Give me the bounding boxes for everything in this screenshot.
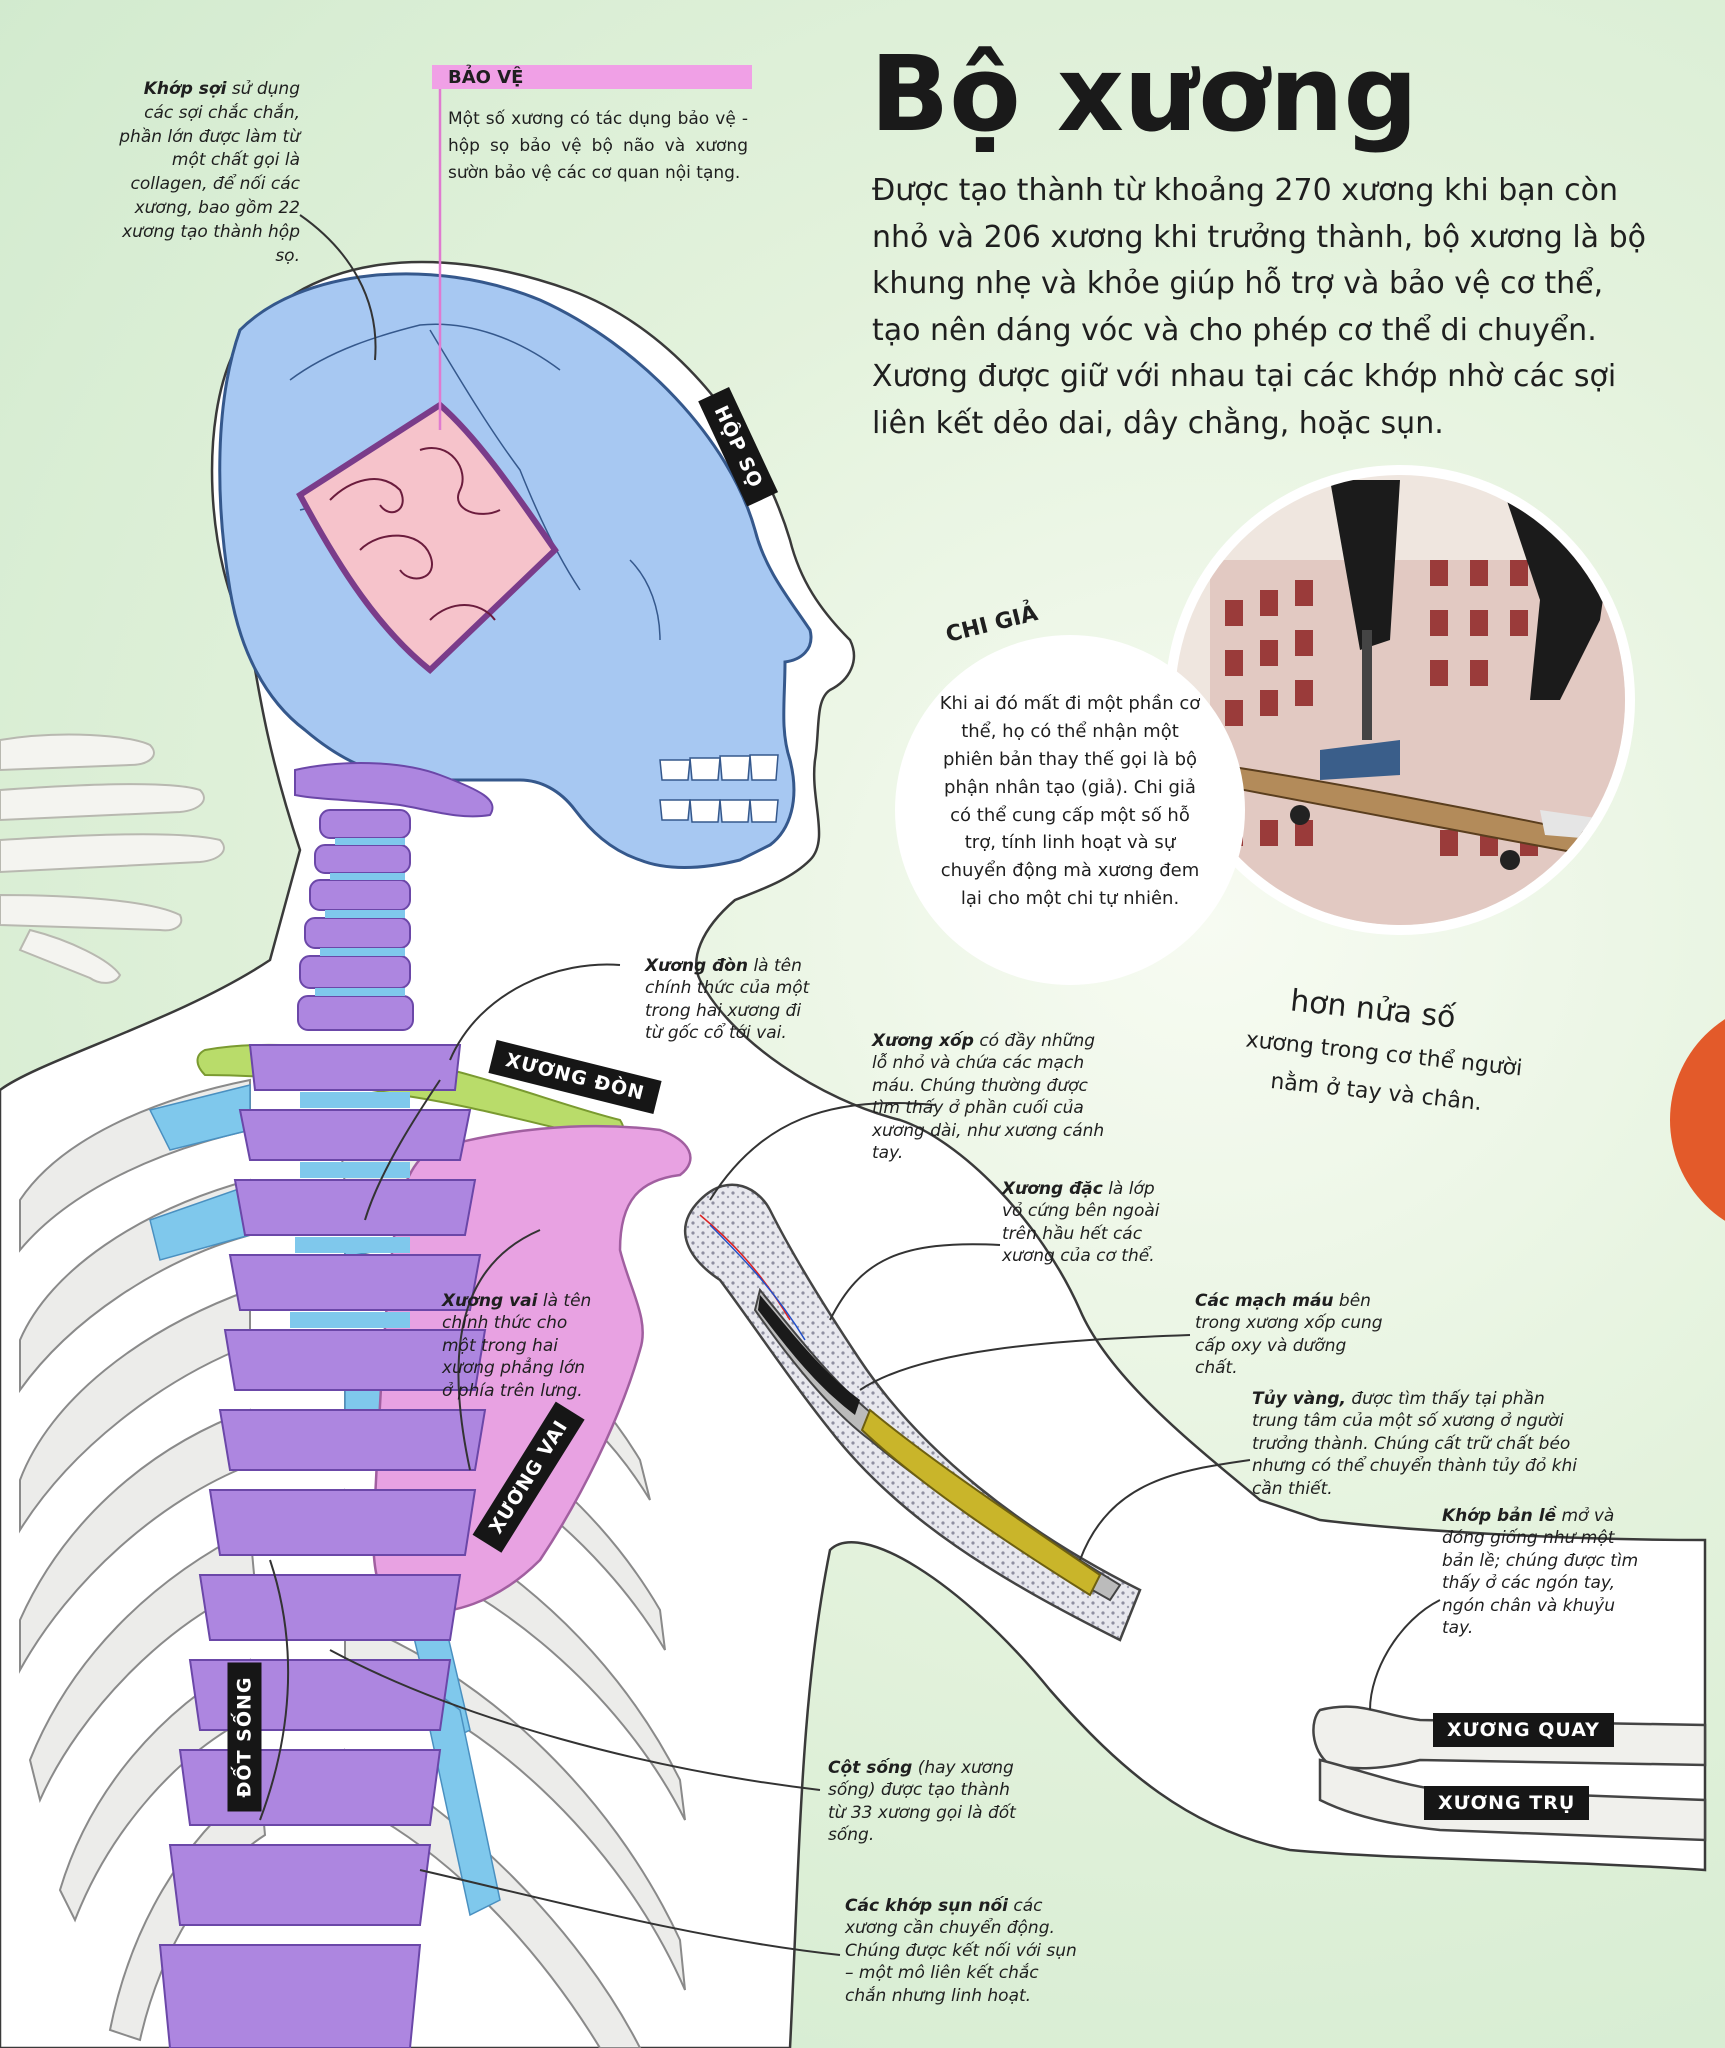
note-spongy-bone: Xương xốp có đầy những lỗ nhỏ và chứa cá… [872,1031,1105,1164]
prosthesis-bubble [895,635,1245,985]
ulna-label: XƯƠNG TRỤ [1424,1786,1590,1820]
note-clavicle: Xương đòn là tên chính thức của một tron… [645,956,810,1044]
note-cartilage-joint: Các khớp sụn nối các xương cần chuyển độ… [845,1896,1077,2006]
note-yellow-marrow: Tủy vàng, được tìm thấy tại phần trung t… [1252,1389,1577,1499]
brain-folds [329,447,501,621]
radius-label: XƯƠNG QUAY [1433,1713,1614,1747]
note-spine: Cột sống (hay xương sống) được tạo thành… [828,1758,1016,1846]
protect-heading-bar [432,65,752,89]
prosthesis-photo [1165,465,1635,935]
humerus-bone [683,1183,1142,1642]
prosthesis-text: Khi ai đó mất đi một phần cơ thể, họ có … [939,693,1201,910]
protect-text: Một số xương có tác dụng bảo vệ - hộp sọ… [448,109,748,184]
page-title: Bộ xương [870,33,1418,155]
vertebra-label: ĐỐT SỐNG [227,1662,262,1812]
note-blood-vessels: Các mạch máu bên trong xương xốp cung cấ… [1195,1291,1383,1379]
protect-heading: BẢO VỆ [448,67,524,88]
hand-bones [0,733,225,984]
intro-paragraph: Được tạo thành từ khoảng 270 xương khi b… [872,173,1646,441]
teeth [659,754,779,823]
spine-column [158,762,494,2048]
note-compact-bone: Xương đặc là lớp vỏ cứng bên ngoài trên … [1002,1179,1160,1267]
leader-lines [259,214,1441,1956]
note-scapula: Xương vai là tên chính thức cho một tron… [442,1291,592,1401]
spinal-discs [290,838,410,1328]
brain-window [296,401,559,674]
note-hinge-joint: Khớp bản lề mở và đóng giống như một bản… [1442,1506,1639,1639]
ball [1670,1019,1725,1221]
note-fibrous-joint: Khớp sợi sử dụng các sợi chắc chắn, phần… [119,79,300,266]
